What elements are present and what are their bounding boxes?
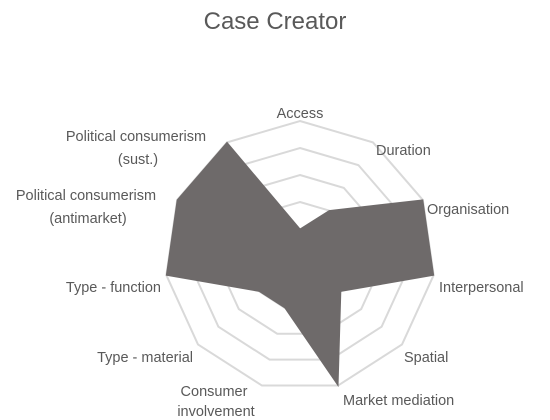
radar-labels: Access Duration Organisation Interperson… [16,106,524,420]
chart-title: Case Creator [203,8,347,35]
axis-label-access: Access [277,106,324,122]
axis-label-type-material: Type - material [97,350,193,366]
axis-label-duration: Duration [376,143,431,159]
axis-label-political-sust: Political consumerism (sust.) [66,129,210,168]
axis-label-political-antimarket: Political consumerism (antimarket) [16,188,160,227]
axis-label-organisation: Organisation [427,202,509,218]
axis-label-consumer-involvement: Consumer involvement [177,384,254,420]
axis-label-interpersonal: Interpersonal [439,280,524,296]
series-area-0 [165,141,435,388]
radar-series [165,141,435,388]
axis-label-spatial: Spatial [404,350,448,366]
axis-label-market-mediation: Market mediation [343,393,454,409]
axis-label-type-function: Type - function [66,280,161,296]
